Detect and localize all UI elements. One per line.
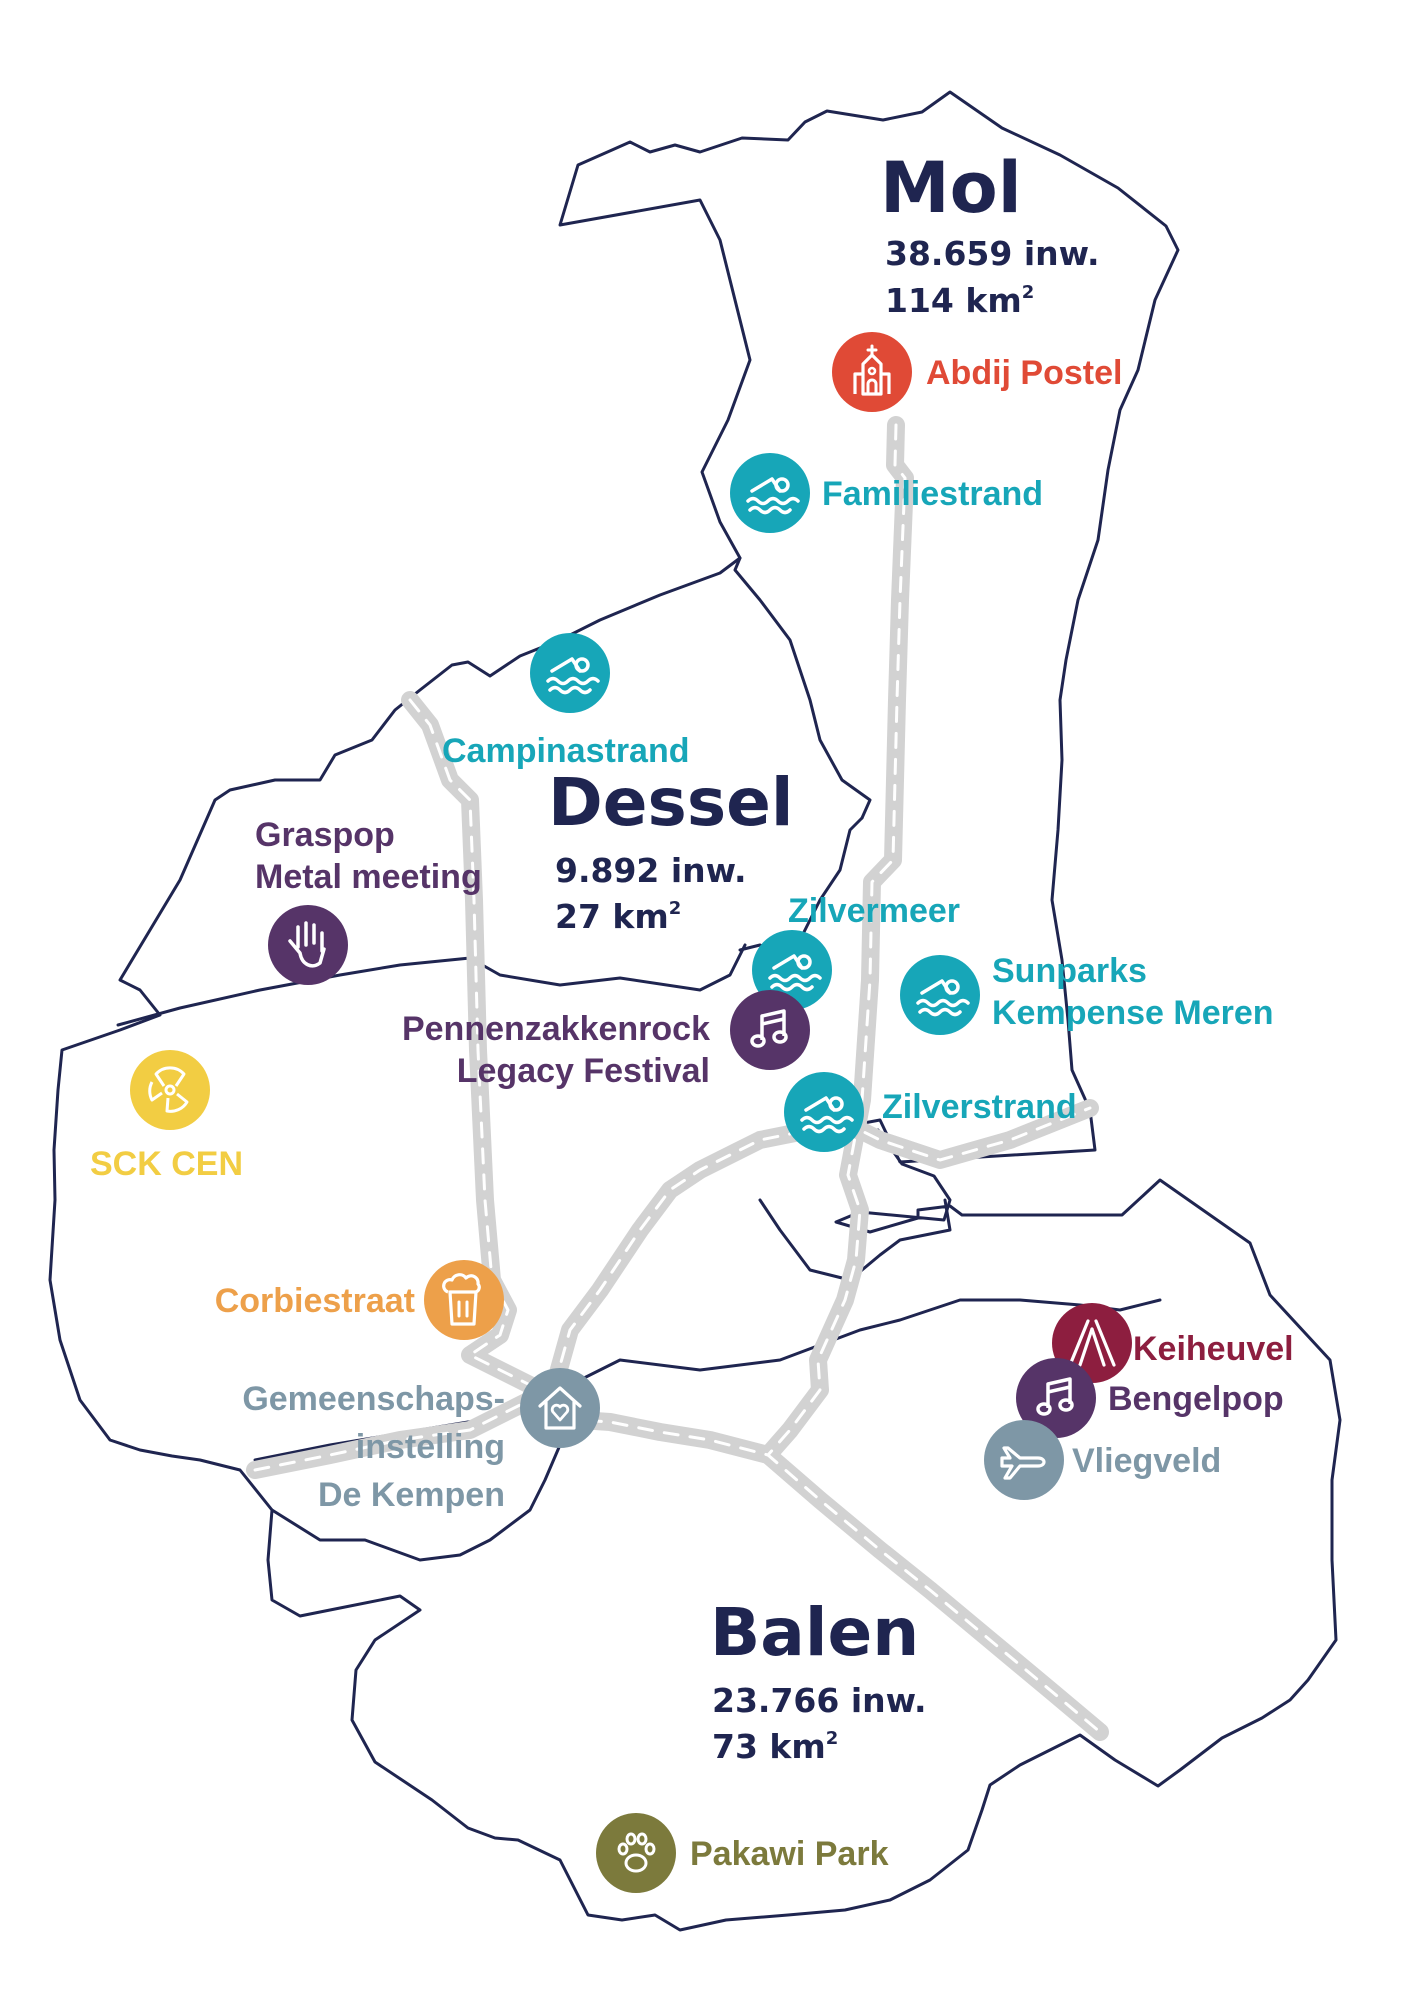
label-sck-cen[interactable]: SCK CEN <box>90 1145 243 1183</box>
area-balen: 73 km <box>712 1727 826 1766</box>
marker-sck-cen[interactable] <box>130 1050 210 1130</box>
town-name-mol: Mol <box>880 147 1022 229</box>
label-sunparks-line2[interactable]: Kempense Meren <box>992 994 1274 1032</box>
marker-pennenzakkenrock[interactable] <box>730 990 810 1070</box>
poi-corbiestraat[interactable]: Corbiestraat <box>215 1260 504 1340</box>
poi-graspop[interactable]: Graspop Metal meeting <box>255 816 482 985</box>
label-graspop-line1[interactable]: Graspop <box>255 816 395 854</box>
svg-text:73 km2: 73 km2 <box>712 1727 838 1766</box>
label-pennenzakkenrock-line2[interactable]: Legacy Festival <box>457 1052 710 1090</box>
town-dessel: Dessel 9.892 inw. 27 km2 <box>548 764 794 936</box>
poi-zilverstrand[interactable]: Zilverstrand <box>784 1072 1077 1152</box>
label-sunparks-line1[interactable]: Sunparks <box>992 952 1147 990</box>
marker-sunparks[interactable] <box>900 955 980 1035</box>
poi-abdij-postel[interactable]: Abdij Postel <box>832 332 1122 412</box>
town-balen: Balen 23.766 inw. 73 km2 <box>710 1594 927 1766</box>
svg-text:114 km2: 114 km2 <box>885 281 1034 320</box>
svg-text:27 km2: 27 km2 <box>555 897 681 936</box>
marker-pakawi-park[interactable] <box>596 1813 676 1893</box>
label-vliegveld[interactable]: Vliegveld <box>1072 1442 1221 1480</box>
population-dessel: 9.892 inw. <box>555 851 747 890</box>
marker-zilvermeer[interactable] <box>752 930 832 1010</box>
poi-sunparks[interactable]: Sunparks Kempense Meren <box>900 952 1274 1035</box>
population-mol: 38.659 inw. <box>885 234 1100 273</box>
town-mol: Mol 38.659 inw. 114 km2 <box>880 147 1100 320</box>
marker-graspop[interactable] <box>268 905 348 985</box>
label-keiheuvel[interactable]: Keiheuvel <box>1133 1330 1294 1368</box>
poi-keiheuvel[interactable]: Keiheuvel <box>1052 1303 1294 1383</box>
area-dessel: 27 km <box>555 897 669 936</box>
poi-pennenzakkenrock[interactable]: Pennenzakkenrock Legacy Festival <box>402 990 810 1090</box>
poi-zilvermeer[interactable]: Zilvermeer <box>752 892 960 1010</box>
label-bengelpop[interactable]: Bengelpop <box>1108 1380 1284 1418</box>
poi-sck-cen[interactable]: SCK CEN <box>90 1050 243 1183</box>
label-abdij-postel[interactable]: Abdij Postel <box>926 354 1122 392</box>
poi-gemeenschapsinstelling[interactable]: Gemeenschaps- instelling De Kempen <box>242 1368 600 1514</box>
label-zilvermeer[interactable]: Zilvermeer <box>788 892 960 930</box>
label-gemeenschap-line2[interactable]: instelling <box>356 1428 505 1466</box>
marker-abdij-postel[interactable] <box>832 332 912 412</box>
label-pennenzakkenrock-line1[interactable]: Pennenzakkenrock <box>402 1010 710 1048</box>
label-familiestrand[interactable]: Familiestrand <box>822 475 1043 513</box>
poi-campinastrand[interactable]: Campinastrand <box>442 633 690 770</box>
marker-vliegveld[interactable] <box>984 1420 1064 1500</box>
marker-zilverstrand[interactable] <box>784 1072 864 1152</box>
label-zilverstrand[interactable]: Zilverstrand <box>882 1088 1077 1126</box>
label-graspop-line2[interactable]: Metal meeting <box>255 858 482 896</box>
town-name-balen: Balen <box>710 1594 919 1671</box>
poi-pakawi-park[interactable]: Pakawi Park <box>596 1813 889 1893</box>
label-gemeenschap-line3[interactable]: De Kempen <box>318 1476 505 1514</box>
marker-bengelpop[interactable] <box>1016 1358 1096 1438</box>
label-gemeenschap-line1[interactable]: Gemeenschaps- <box>242 1380 505 1418</box>
poi-vliegveld[interactable]: Vliegveld <box>984 1420 1221 1500</box>
label-pakawi-park[interactable]: Pakawi Park <box>690 1835 889 1873</box>
poi-familiestrand[interactable]: Familiestrand <box>730 453 1043 533</box>
town-name-dessel: Dessel <box>548 764 794 841</box>
marker-familiestrand[interactable] <box>730 453 810 533</box>
label-corbiestraat[interactable]: Corbiestraat <box>215 1282 415 1320</box>
label-campinastrand[interactable]: Campinastrand <box>442 732 690 770</box>
area-mol: 114 km <box>885 281 1022 320</box>
marker-campinastrand[interactable] <box>530 633 610 713</box>
poi-bengelpop[interactable]: Bengelpop <box>1016 1358 1284 1438</box>
marker-corbiestraat[interactable] <box>424 1260 504 1340</box>
population-balen: 23.766 inw. <box>712 1681 927 1720</box>
